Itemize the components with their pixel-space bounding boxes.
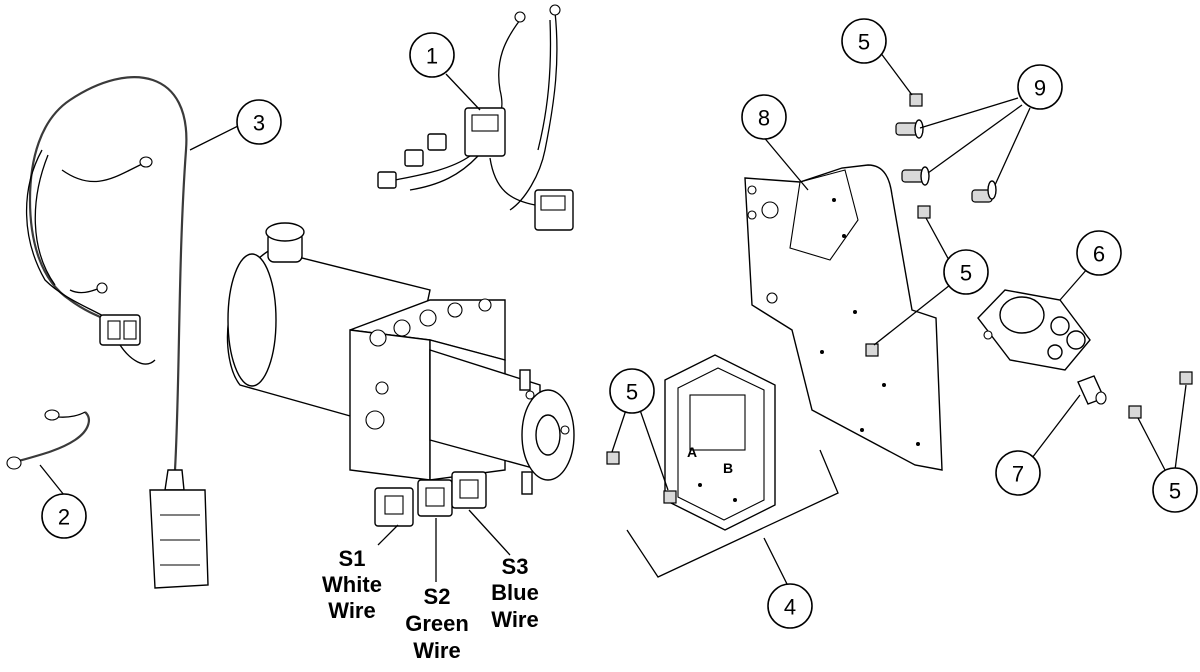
ground-cable-part-2: [6, 409, 90, 470]
callout-6: 6: [1076, 230, 1122, 276]
s2-wire: Wire: [413, 638, 460, 663]
s2-code: S2: [424, 584, 451, 609]
s3-wire: Wire: [491, 607, 538, 632]
bolt-set-part-5: [606, 93, 1193, 504]
motor-solenoid-part-6: [977, 289, 1091, 371]
s3-code: S3: [502, 554, 529, 579]
callout-7-number: 7: [1012, 462, 1024, 487]
callout-8: 8: [741, 94, 787, 140]
callout-7: 7: [995, 450, 1041, 496]
callout-3: 3: [236, 99, 282, 145]
solenoid-s1-label: S1 White Wire: [322, 546, 382, 623]
wiring-harness-part-3: [25, 76, 209, 589]
callout-9: 9: [1017, 64, 1063, 110]
callout-4-number: 4: [784, 595, 796, 620]
callout-9-number: 9: [1034, 76, 1046, 101]
solenoid-s3-label: S3 Blue Wire: [491, 554, 539, 632]
callout-5-top-number: 5: [858, 30, 870, 55]
callout-8-number: 8: [758, 106, 770, 131]
callout-5-plate: 5: [943, 249, 989, 295]
callout-5-module: 5: [609, 368, 655, 414]
leader-lines: [39, 51, 1187, 587]
screw-set-part-9: [895, 119, 997, 203]
callout-3-number: 3: [253, 111, 265, 136]
s1-wire: Wire: [328, 598, 375, 623]
callout-5-right: 5: [1152, 467, 1198, 513]
mounting-plate-part-8: [744, 164, 943, 471]
solenoid-s2-label: S2 Green Wire: [405, 584, 469, 663]
callout-1-number: 1: [426, 44, 438, 69]
s3-color: Blue: [491, 580, 539, 605]
callout-5-top: 5: [841, 18, 887, 64]
callout-5-plate-number: 5: [960, 261, 972, 286]
module-port-a-label: A: [687, 444, 697, 460]
pump-motor-assembly: [226, 222, 575, 527]
callout-5-module-number: 5: [626, 380, 638, 405]
callout-1: 1: [409, 32, 455, 78]
callout-2: 2: [41, 493, 87, 539]
jumper-clip-part-7: [1077, 375, 1107, 405]
callout-5-right-number: 5: [1169, 479, 1181, 504]
s1-color: White: [322, 572, 382, 597]
callout-4: 4: [767, 583, 813, 629]
s1-code: S1: [339, 546, 366, 571]
valve-harness-part-1: [377, 4, 574, 231]
callout-6-number: 6: [1093, 242, 1105, 267]
callout-2-number: 2: [58, 505, 70, 530]
control-module-part-4: A B: [626, 354, 839, 578]
module-port-b-label: B: [723, 460, 733, 476]
s2-color: Green: [405, 611, 469, 636]
